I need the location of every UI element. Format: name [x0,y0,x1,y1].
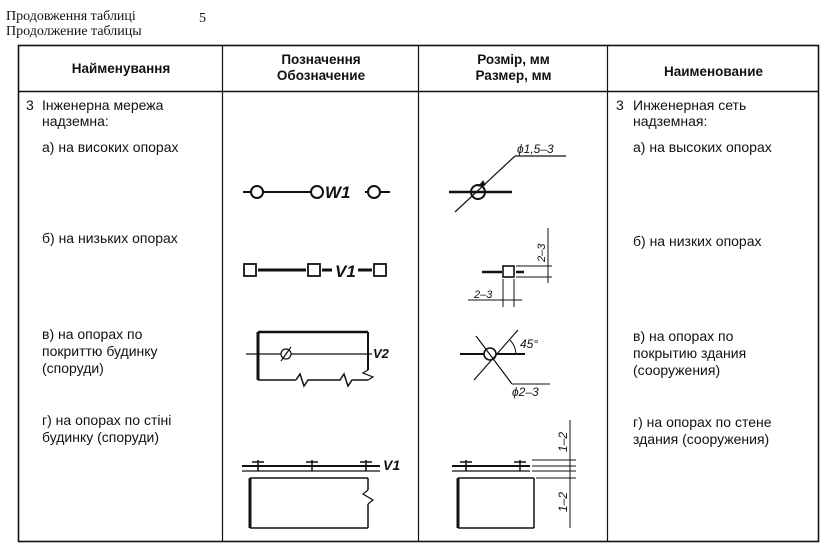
dim-label-top-d: 1–2 [556,432,570,452]
header-designation-ua: Позначення [281,52,361,67]
dim-label-diameter-a: ϕ1,5–3 [517,142,554,156]
dim-high-supports [449,155,566,213]
row-title-ru-line1: Инженерная сеть [633,97,747,113]
symbol-high-supports [243,185,390,199]
dim-label-horizontal-b: 2–3 [473,289,493,301]
table-caption-ua: Продовження таблиці [6,9,136,24]
item-c-ua-line1: в) на опорах по [42,326,143,342]
row-number-ru: 3 [616,97,624,113]
item-c-ru-line3: (сооружения) [633,362,721,378]
symbol-low-supports [243,263,387,277]
item-c-ru-line1: в) на опорах по [633,328,734,344]
row-number-ua: 3 [26,97,34,113]
header-size-ua: Розмір, мм [477,52,550,67]
item-a-ru: а) на высоких опорах [633,139,772,155]
dim-label-bottom-d: 1–2 [556,492,570,512]
header-name-ru: Наименование [663,64,764,79]
item-d-ru-line2: здания (сооружения) [633,431,770,447]
dim-low-supports [468,228,552,307]
symbol-roof-supports [246,330,375,388]
header-size-ru: Размер, мм [475,68,552,83]
symbol-label-v1-wall: V1 [383,457,400,473]
row-title-ua-line1: Інженерна мережа [42,97,164,113]
row-title-ua-line2: надземна: [42,113,109,129]
dim-label-vertical-b: 2–3 [536,243,548,263]
table-number: 5 [199,11,206,26]
symbol-label-v2: V2 [373,346,390,361]
item-a-ua: а) на високих опорах [42,139,179,155]
dim-label-angle: 45° [520,337,538,351]
item-d-ru-line1: г) на опорах по стене [633,414,772,430]
header-designation-ru: Обозначение [276,68,366,83]
header-name-ua: Найменування [71,61,171,76]
item-d-ua-line2: будинку (споруди) [42,429,159,445]
dim-wall-supports [452,420,576,529]
symbol-label-w1: W1 [325,183,351,202]
item-b-ru: б) на низких опорах [633,233,762,249]
item-b-ua: б) на низьких опорах [42,230,178,246]
row-title-ru-line2: надземная: [633,113,708,129]
dim-label-diameter-c: ϕ2–3 [512,385,539,399]
table-caption-ru: Продолжение таблицы [6,24,142,39]
symbol-wall-supports [242,460,380,529]
item-d-ua-line1: г) на опорах по стіні [42,412,172,428]
item-c-ua-line3: (споруди) [42,360,104,376]
item-c-ru-line2: покрытию здания [633,345,747,361]
item-c-ua-line2: покриттю будинку [42,343,158,359]
dim-roof-supports [460,329,550,385]
symbol-label-v1-low: V1 [335,262,356,281]
